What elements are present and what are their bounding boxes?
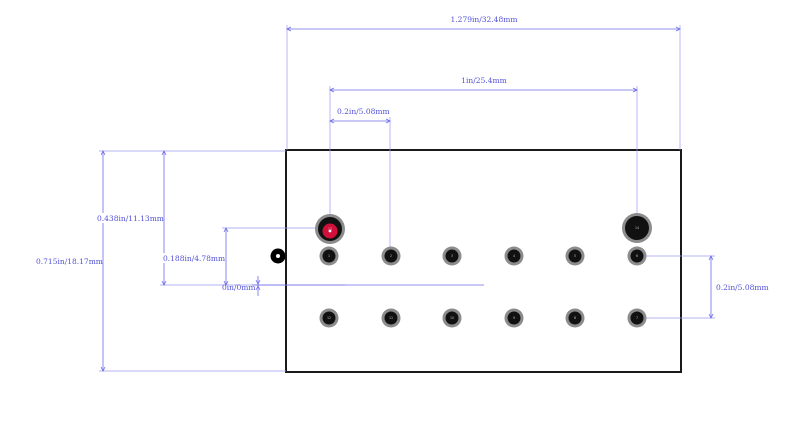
dim-overall-height-label: 0.715in/18.17mm xyxy=(36,257,103,266)
pin-10-label: 10 xyxy=(450,316,454,320)
dim-row-offset-y-label: 0.188in/4.78mm xyxy=(163,254,225,263)
pin-1: 1 xyxy=(319,246,339,266)
pin-2: 2 xyxy=(381,246,401,266)
pin-4-label: 4 xyxy=(513,254,515,258)
dim-mounting-spacing: 1in/25.4mm xyxy=(329,76,638,228)
dim-overall-width: 1.279in/32.48mm xyxy=(286,15,681,150)
dim-mounting-spacing-label: 1in/25.4mm xyxy=(461,76,506,85)
pin-8: 8 xyxy=(565,308,585,328)
dim-overall-height: 0.715in/18.17mm xyxy=(36,150,286,372)
pin-3-label: 3 xyxy=(451,254,453,258)
pin-5-label: 5 xyxy=(574,254,576,258)
pin-10: 10 xyxy=(442,308,462,328)
pin-12-label: 12 xyxy=(327,316,331,320)
mounting-hole-left: 13 xyxy=(315,214,345,244)
pin-6: 6 xyxy=(627,246,647,266)
pin-9-label: 9 xyxy=(513,316,515,320)
pin-4: 4 xyxy=(504,246,524,266)
dim-row-pitch: 0.2in/5.08mm xyxy=(637,255,769,319)
component-outline xyxy=(285,149,682,373)
pin-7: 7 xyxy=(627,308,647,328)
pin-5: 5 xyxy=(565,246,585,266)
pin-2-label: 2 xyxy=(390,254,392,258)
dim-zero-offset: 0in/0mm xyxy=(222,276,484,296)
dim-mount-offset-y: 0.438in/11.13mm xyxy=(97,150,345,286)
pin-7-label: 7 xyxy=(636,316,638,320)
pin1-orientation-marker xyxy=(270,248,286,264)
pin-6-label: 6 xyxy=(636,254,638,258)
pin-11-label: 11 xyxy=(389,316,393,320)
pin-9: 9 xyxy=(504,308,524,328)
dim-mount-offset-y-label: 0.438in/11.13mm xyxy=(97,214,164,223)
pin-1-label: 1 xyxy=(328,254,330,258)
dim-row-offset-y: 0.188in/4.78mm xyxy=(163,227,330,286)
pin-3: 3 xyxy=(442,246,462,266)
mounting-hole-right: 14 xyxy=(622,213,652,243)
mounting-hole-left-label: 13 xyxy=(328,227,332,231)
dim-row-pitch-label: 0.2in/5.08mm xyxy=(716,283,769,292)
dim-pin-pitch-x-label: 0.2in/5.08mm xyxy=(337,107,390,116)
dim-overall-width-label: 1.279in/32.48mm xyxy=(451,15,518,24)
pin-12: 12 xyxy=(319,308,339,328)
pin-11: 11 xyxy=(381,308,401,328)
pin-8-label: 8 xyxy=(574,316,576,320)
dim-pin-pitch-x: 0.2in/5.08mm xyxy=(329,107,391,256)
dim-zero-offset-label: 0in/0mm xyxy=(222,283,256,292)
mounting-hole-right-label: 14 xyxy=(635,226,639,230)
